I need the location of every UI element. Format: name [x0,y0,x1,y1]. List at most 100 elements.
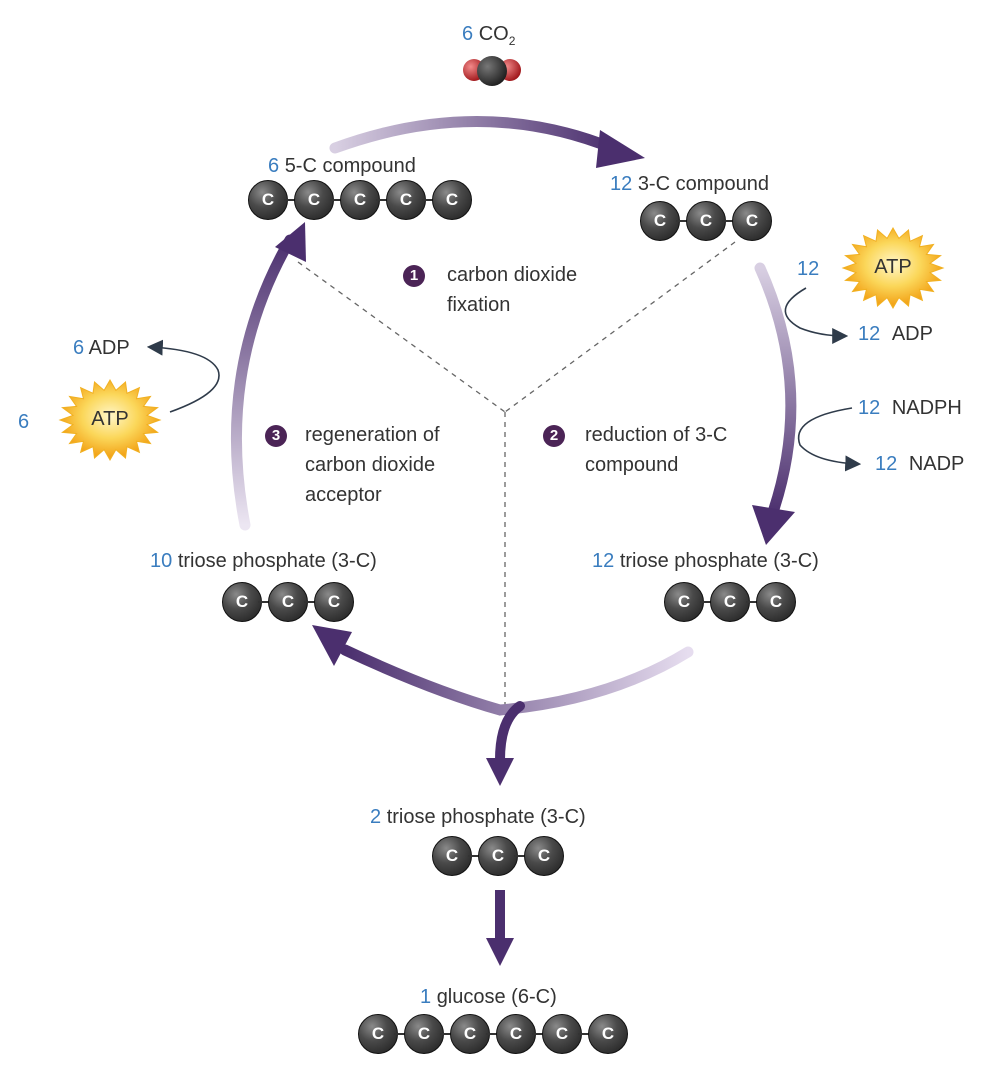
triose-out-label: 2 triose phosphate (3-C) [370,805,586,829]
arrow-fixation [329,116,618,154]
carbon-atom: C [496,1014,536,1054]
left-adp-text: ADP [88,337,130,359]
carbon-atom: C [756,582,796,622]
right-nadph-label: 12 NADPH [858,396,962,420]
carbon-bond [284,199,296,201]
carbon-atom: C [432,836,472,876]
right-nadph-count: 12 [858,397,881,419]
right-nadp-text: NADP [908,453,965,475]
step-3-text: regeneration of carbon dioxide acceptor [305,420,440,510]
carbon-atom: C [450,1014,490,1054]
dashed-dividers [297,241,736,705]
carbon-atom: C [248,180,288,220]
co2-molecule-icon [463,56,521,86]
triose-out-name: triose phosphate (3-C) [386,806,586,828]
nadph-to-nadp-arrow [797,407,862,472]
carbon-bond [578,1033,590,1035]
carbon-atom: C [268,582,308,622]
five-c-count: 6 [268,155,280,177]
carbon-atom: C [294,180,334,220]
carbon-atom: C [386,180,426,220]
carbon-bond [468,855,480,857]
co2-subscript: 2 [508,34,516,48]
carbon-atom: C [686,201,726,241]
triose-right-count: 12 [592,550,615,572]
triose-right-label: 12 triose phosphate (3-C) [592,549,819,573]
carbon-bond [700,601,712,603]
co2-formula: CO [478,23,509,45]
arrow-export [495,701,525,765]
carbon-bond [330,199,342,201]
step-2-text: reduction of 3-C compound [585,420,727,480]
arrow-bottom-head [312,625,352,666]
right-nadp-label: 12 NADP [875,452,964,476]
carbon-atom: C [358,1014,398,1054]
carbon-atom: C [478,836,518,876]
triose-left-count: 10 [150,550,173,572]
carbon-bond [394,1033,406,1035]
carbon-atom: C [432,180,472,220]
right-adp-count: 12 [858,323,881,345]
triose-left-label: 10 triose phosphate (3-C) [150,549,377,573]
step-2-line-1: reduction of 3-C [585,424,728,446]
right-nadph-text: NADPH [891,397,962,419]
co2-label: 6 CO2 [462,22,515,53]
carbon-atom: C [640,201,680,241]
co2-count: 6 [462,23,474,45]
three-c-label: 12 3-C compound [610,172,769,196]
arrow-regeneration [230,234,296,531]
atp-star-left [58,378,162,462]
triose-left-name: triose phosphate (3-C) [177,550,377,572]
carbon-bond [722,220,734,222]
glucose-count: 1 [420,986,432,1008]
carbon-bond [532,1033,544,1035]
right-atp-count: 12 [797,258,820,280]
atp-to-adp-left-arrow [146,339,220,413]
right-adp-label: 12 ADP [858,322,933,346]
atp-to-adp-right-arrow [784,287,849,344]
atp-star-right [841,226,945,310]
arrow-export-head [486,758,514,786]
carbon-atom: C [710,582,750,622]
step-3-line-3: acceptor [305,484,382,506]
carbon-bond [486,1033,498,1035]
step-1-text: carbon dioxide fixation [447,260,577,320]
arrow-fixation-head [596,130,645,168]
step-1-line-2: fixation [447,294,511,316]
arrow-regeneration-head [275,222,306,262]
left-adp-label: 6 ADP [73,336,130,360]
five-c-name: 5-C compound [284,155,416,177]
step-1-badge: 1 [403,265,425,287]
carbon-atom: C [588,1014,628,1054]
carbon-atom: C [340,180,380,220]
carbon-atom: C [314,582,354,622]
triose-right-name: triose phosphate (3-C) [619,550,819,572]
arrow-to-glucose-head [486,938,514,966]
step-1-line-1: carbon dioxide [447,264,578,286]
glucose-name: glucose (6-C) [436,986,557,1008]
left-atp-label: ATP [91,408,129,430]
carbon-atom: C [524,836,564,876]
left-adp-count: 6 [73,337,85,359]
carbon-bond [422,199,434,201]
carbon-bond [376,199,388,201]
glucose-label: 1 glucose (6-C) [420,985,557,1009]
left-atp-count: 6 [18,411,30,433]
step-2-line-2: compound [585,454,679,476]
five-c-label: 6 5-C compound [268,154,416,178]
carbon-bond [304,601,316,603]
carbon-atom: C [542,1014,582,1054]
carbon-atom: C [732,201,772,241]
arrow-reduction [754,262,797,521]
three-c-count: 12 [610,173,633,195]
step-2-badge: 2 [543,425,565,447]
carbon-bond [514,855,526,857]
